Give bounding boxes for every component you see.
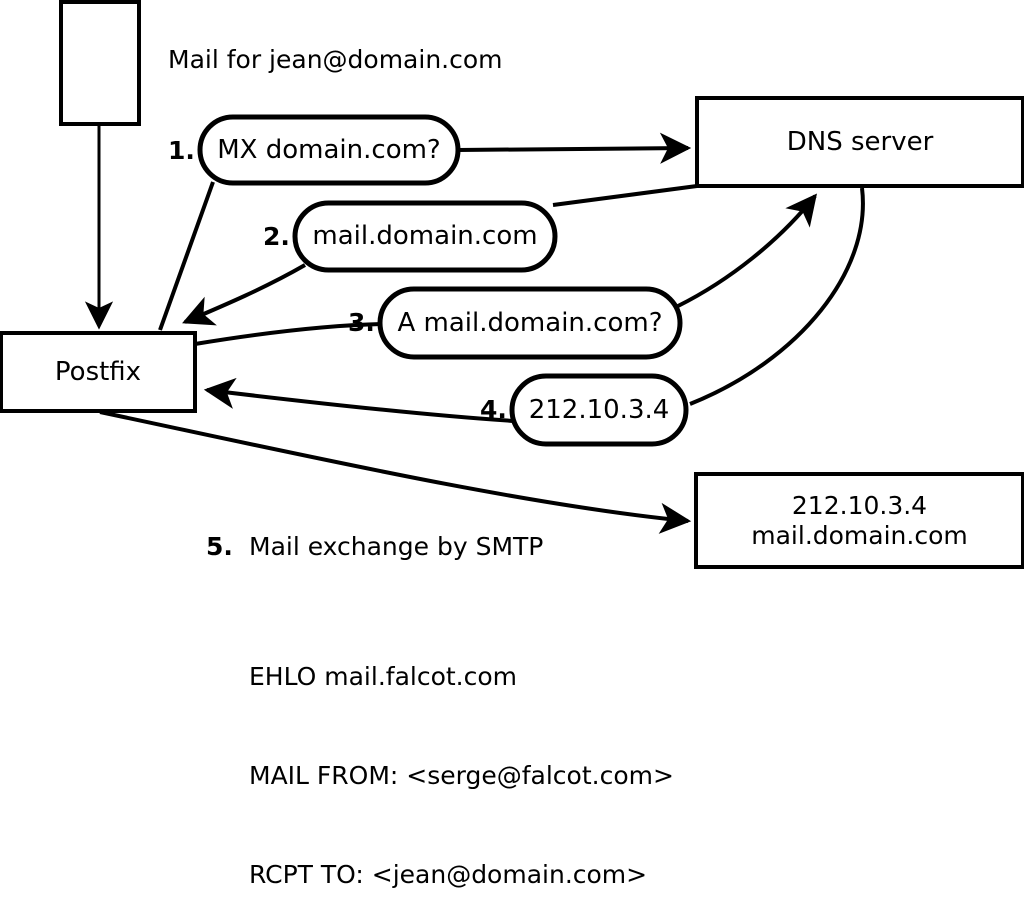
line-step-3-from-postfix: [194, 322, 383, 346]
step-3-number: 3.: [348, 308, 375, 337]
arrow-step-1-to-dns: [457, 132, 692, 164]
smtp-line: RCPT TO: <jean@domain.com>: [249, 860, 648, 889]
client-box: [59, 0, 141, 126]
step-1-number: 1.: [168, 136, 195, 165]
step-1-bubble: [197, 114, 461, 186]
mail-for-label: Mail for jean@domain.com: [168, 45, 503, 74]
arrow-step-5-to-target: [99, 410, 692, 534]
step-5-label: Mail exchange by SMTP: [249, 532, 544, 561]
postfix-box: [0, 331, 197, 413]
step-4-bubble: [509, 373, 689, 447]
smtp-line: MAIL FROM: <serge@falcot.com>: [249, 761, 674, 790]
arrow-step-2-to-postfix: [182, 263, 306, 326]
line-step-4-from-dns: [689, 187, 865, 406]
line-step-2-from-dns: [552, 184, 698, 207]
step-2-bubble: [292, 200, 558, 273]
step-3-bubble: [377, 286, 683, 360]
dns-server-box: [695, 96, 1024, 188]
smtp-line: EHLO mail.falcot.com: [249, 662, 518, 691]
step-5-number: 5.: [206, 532, 233, 561]
line-step-1-from-postfix: [158, 181, 215, 331]
arrow-step-3-to-dns: [677, 193, 817, 308]
arrow-step-4-to-postfix: [203, 377, 515, 423]
step-2-number: 2.: [263, 222, 290, 251]
smtp-transcript: EHLO mail.falcot.com MAIL FROM: <serge@f…: [249, 594, 674, 919]
step-4-number: 4.: [480, 395, 507, 424]
target-server-box: [694, 472, 1024, 569]
